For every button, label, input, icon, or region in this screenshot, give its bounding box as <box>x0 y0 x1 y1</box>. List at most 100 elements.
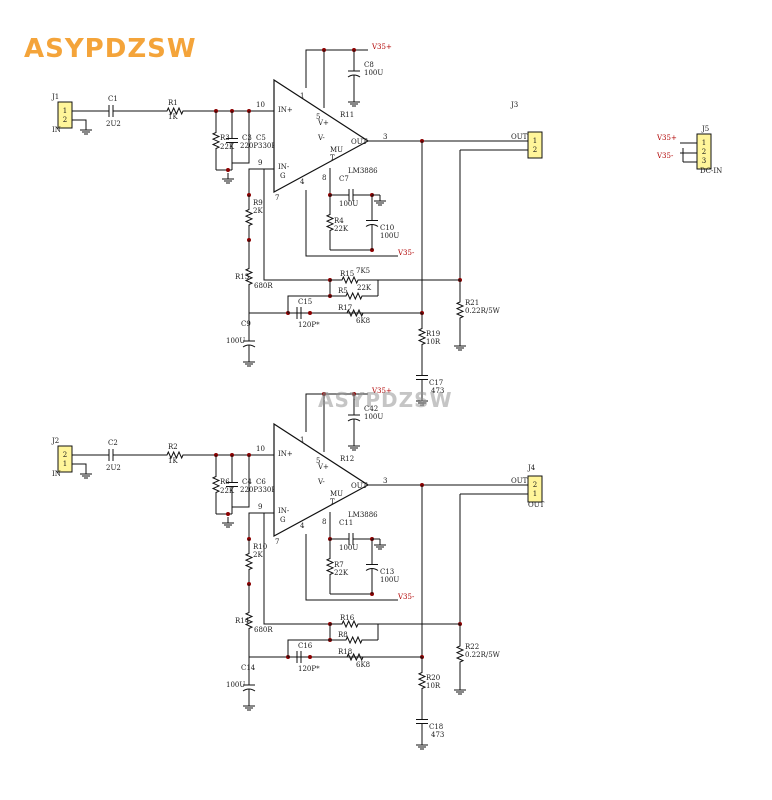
wire <box>232 111 250 164</box>
opamp-vminus: V- <box>317 134 325 142</box>
opamp-t: T <box>330 154 335 162</box>
wire <box>244 240 254 313</box>
connector-pin: 1 <box>533 490 537 498</box>
bias-resistor-value: 22K <box>220 143 235 151</box>
resistor-symbol <box>211 455 221 514</box>
connector-pin: 1 <box>702 139 706 147</box>
feedback-r-ref: R15 <box>340 270 354 278</box>
capacitor-symbol <box>416 704 428 739</box>
pin-number: 1 <box>300 436 304 444</box>
capacitor-symbol <box>365 195 379 250</box>
resistor-symbol <box>325 195 335 250</box>
capacitor-symbol <box>242 330 256 356</box>
resistor-symbol <box>244 195 254 240</box>
wire <box>232 455 250 508</box>
opamp-out: OUT <box>351 138 368 146</box>
input-resistor-ref: R2 <box>168 443 178 451</box>
capacitor-symbol <box>242 674 256 700</box>
input-cap-value: 2U2 <box>106 120 121 128</box>
resistor-symbol <box>455 624 465 684</box>
junction-dot <box>226 512 230 516</box>
ground-icon <box>454 684 466 695</box>
ground-cap-value: 100U <box>226 681 245 689</box>
input-resistor-ref: R1 <box>168 99 178 107</box>
channel-2: J221INC22U2R21KR622KC4220PC6330PIN+IN-OU… <box>51 387 545 750</box>
feedback-cap-value: 120P* <box>298 321 320 329</box>
wire <box>330 619 370 629</box>
opamp-t: T <box>330 498 335 506</box>
zobel-cap-ref: C18 <box>429 723 443 731</box>
wire <box>248 512 274 539</box>
input-resistor-value: 1K <box>168 113 178 121</box>
supply-cap-ref: C42 <box>364 405 378 413</box>
wire <box>417 313 427 360</box>
zobel-resistor-ref: R20 <box>426 674 440 682</box>
wire <box>211 111 221 170</box>
opamp-vplus: V+ <box>317 463 329 471</box>
resistor-symbol <box>417 313 427 360</box>
feedback-cap-value: 120P* <box>298 665 320 673</box>
mute-cap-value: 100U <box>339 544 358 552</box>
pin-number: 3 <box>383 477 387 485</box>
filter-cap2-value: 330P <box>258 142 276 150</box>
capacitor-symbol <box>330 533 372 545</box>
feedback-r-value: 7K5 <box>356 267 370 275</box>
wire <box>417 657 427 704</box>
resistor-symbol <box>211 111 221 170</box>
net-label-vplus: V35+ <box>371 387 392 395</box>
bias-resistor-value: 22K <box>220 487 235 495</box>
resistor-symbol <box>244 539 254 584</box>
feedback-r-ref: R16 <box>340 614 355 622</box>
mute-cap2-ref: C13 <box>380 568 394 576</box>
pin-number: 5 <box>316 457 320 465</box>
ground-icon <box>80 468 92 479</box>
net-label: V35+ <box>656 134 677 142</box>
feedback-rc-value: 6K8 <box>356 661 370 669</box>
wire <box>305 393 368 432</box>
ground-icon <box>374 195 386 206</box>
brand-logo: ASYPDZSW <box>24 34 197 64</box>
feedback-rb-ref: R8 <box>338 631 348 639</box>
pin-number: 9 <box>258 503 262 511</box>
supply-cap-value: 100U <box>364 413 383 421</box>
ground-icon <box>416 395 428 406</box>
connector-pin: 2 <box>533 146 537 154</box>
input-connector: 21 <box>57 445 73 473</box>
ground-icon <box>348 440 360 451</box>
filter-cap2-ref: C5 <box>256 134 266 142</box>
resistor-symbol <box>160 450 190 460</box>
zobel-cap-ref: C17 <box>429 379 443 387</box>
capacitor-symbol <box>416 360 428 395</box>
capacitor-symbol <box>226 111 238 170</box>
mute-resistor-ref: R12 <box>340 455 354 463</box>
capacitor-symbol <box>226 455 238 514</box>
chip-name: LM3886 <box>348 511 378 519</box>
mute-cap-value: 100U <box>339 200 358 208</box>
output-connector: 12 <box>527 131 543 159</box>
zobel-resistor-value: 10R <box>426 338 441 346</box>
watermark: ASYPDZSW <box>318 388 453 412</box>
net-label-vminus: V35- <box>397 593 415 601</box>
pin-number: 8 <box>322 174 326 182</box>
resistor-symbol <box>244 240 254 313</box>
ground-cap-ref: C14 <box>241 664 256 672</box>
pin-number: 4 <box>300 178 305 186</box>
wire <box>160 450 190 460</box>
wire <box>263 169 330 281</box>
wire <box>244 584 254 657</box>
junction-dot <box>308 655 312 659</box>
opamp-g: G <box>280 172 286 180</box>
opamp-in-minus: IN- <box>278 507 290 515</box>
opamp-vplus: V+ <box>317 119 329 127</box>
feedback-r2-ref: R14 <box>235 617 250 625</box>
wire <box>305 534 398 601</box>
input-connector-ref: J1 <box>51 93 59 101</box>
wire <box>248 168 274 195</box>
output-resistor-ref: R22 <box>465 643 479 651</box>
resistor-symbol <box>417 657 427 704</box>
filter-cap-ref: C3 <box>242 134 252 142</box>
pin-number: 10 <box>256 445 265 453</box>
opamp-in-plus: IN+ <box>278 450 293 458</box>
output-resistor-ref: R21 <box>465 299 479 307</box>
